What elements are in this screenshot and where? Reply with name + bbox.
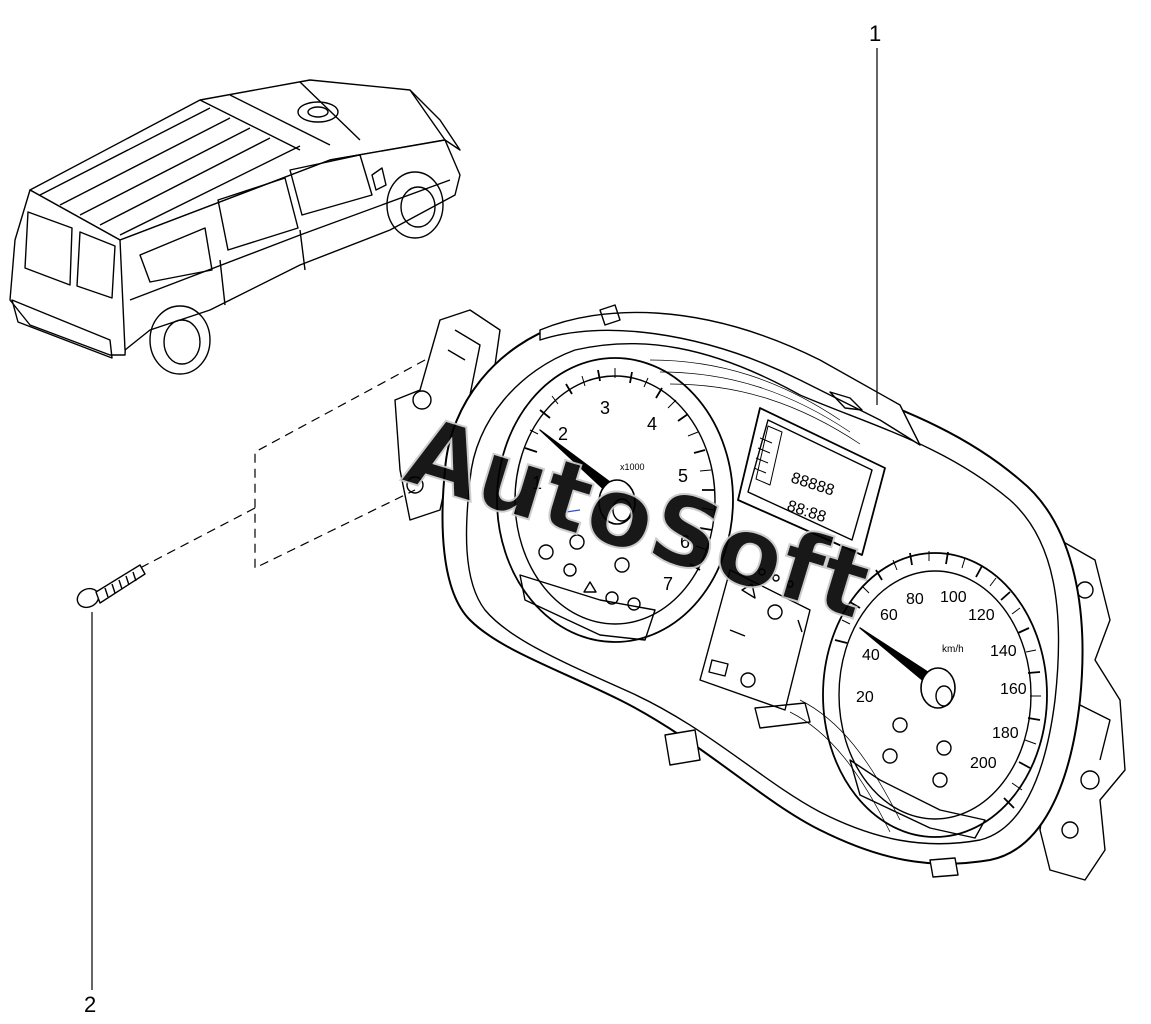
speedometer-hub — [920, 667, 956, 709]
tachometer: 1 2 3 4 5 6 7 x1000 — [496, 357, 734, 643]
mounting-guide-lines — [139, 359, 426, 569]
speedometer-label-120: 120 — [968, 607, 995, 624]
door-lamp-icon — [627, 597, 641, 611]
speedometer: 20 40 60 80 100 120 140 160 180 200 km/h — [822, 551, 1048, 839]
headlight-lamp-icon — [936, 740, 952, 756]
speedometer-unit: km/h — [942, 644, 964, 655]
engine-lamp-icon — [740, 672, 756, 688]
light-lamp-icon — [569, 534, 585, 550]
screw-part — [76, 564, 146, 609]
speedometer-label-180: 180 — [992, 725, 1019, 742]
tachometer-label-5: 5 — [678, 466, 688, 486]
tachometer-label-2: 2 — [558, 424, 568, 444]
speedometer-label-200: 200 — [970, 755, 997, 772]
seatbelt-lamp-icon — [583, 581, 597, 593]
tachometer-label-3: 3 — [600, 398, 610, 418]
lcd-display: 88888 88:88 — [737, 407, 886, 556]
esp-lamp-icon — [932, 772, 948, 788]
tachometer-label-6: 6 — [680, 532, 690, 552]
abs-lamp-icon — [767, 604, 783, 620]
speedometer-label-20: 20 — [856, 689, 874, 706]
speedometer-label-60: 60 — [880, 607, 898, 624]
speedometer-label-80: 80 — [906, 591, 924, 608]
tachometer-tick-marks — [524, 368, 715, 571]
center-warning-panel — [699, 568, 811, 711]
speedometer-tick-marks — [834, 551, 1041, 809]
instrument-cluster: 1 2 3 4 5 6 7 x1000 88888 88:88 — [394, 304, 1126, 881]
vehicle-illustration — [9, 79, 461, 375]
battery-lamp-icon — [708, 659, 729, 677]
tachometer-label-1: 1 — [532, 473, 542, 493]
speedometer-label-100: 100 — [940, 589, 967, 606]
speedometer-label-140: 140 — [990, 643, 1017, 660]
speedometer-label-40: 40 — [862, 647, 880, 664]
tachometer-label-7: 7 — [663, 574, 673, 594]
fog-lamp-icon — [605, 591, 619, 605]
warning-lamp-icon — [538, 544, 554, 560]
warning-light-icon — [882, 748, 898, 764]
housing-hatch-lines — [649, 359, 901, 833]
callout-number-1: 1 — [869, 21, 882, 46]
brake-lamp-icon — [614, 557, 630, 573]
tachometer-label-4: 4 — [647, 414, 657, 434]
callout-number-2: 2 — [84, 992, 97, 1017]
tachometer-unit: x1000 — [620, 462, 645, 472]
oil-lamp-icon — [563, 563, 577, 577]
tachometer-hub — [598, 479, 636, 525]
speedometer-label-160: 160 — [1000, 681, 1027, 698]
fog-rear-lamp-icon — [892, 717, 908, 733]
callout-leaders — [91, 48, 878, 990]
needle-mark — [565, 509, 581, 513]
